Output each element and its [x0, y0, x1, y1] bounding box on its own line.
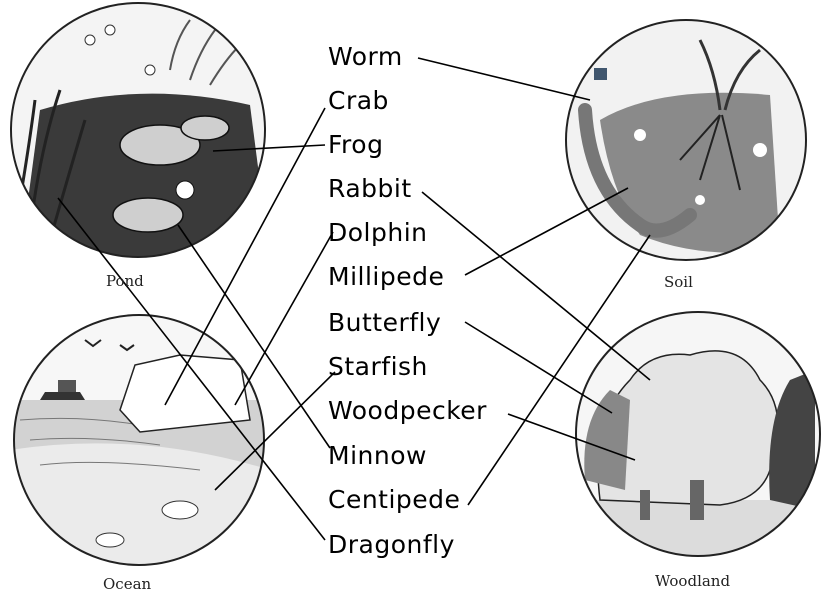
ocean-illustration	[10, 310, 270, 570]
small-square-marker	[594, 68, 607, 80]
line-millipede-soil	[465, 188, 628, 275]
line-worm-soil	[418, 58, 590, 100]
animal-label-woodpecker: Woodpecker	[328, 396, 487, 426]
pond-label: Pond	[106, 272, 144, 290]
pond-illustration	[0, 0, 280, 260]
line-dolphin-ocean	[235, 232, 333, 405]
animal-label-millipede: Millipede	[328, 262, 444, 292]
animal-label-centipede: Centipede	[328, 485, 460, 515]
animal-label-butterfly: Butterfly	[328, 308, 441, 338]
soil-label: Soil	[664, 273, 693, 291]
animal-label-rabbit: Rabbit	[328, 174, 412, 204]
animal-label-worm: Worm	[328, 42, 403, 72]
ocean-label: Ocean	[103, 575, 151, 593]
woodland-label: Woodland	[655, 572, 730, 590]
animal-label-frog: Frog	[328, 130, 383, 160]
woodland-illustration	[570, 310, 823, 560]
animal-label-starfish: Starfish	[328, 352, 428, 382]
animal-label-minnow: Minnow	[328, 441, 427, 471]
animal-label-dolphin: Dolphin	[328, 218, 428, 248]
animal-label-crab: Crab	[328, 86, 389, 116]
soil-illustration	[560, 20, 810, 270]
animal-label-dragonfly: Dragonfly	[328, 530, 455, 560]
